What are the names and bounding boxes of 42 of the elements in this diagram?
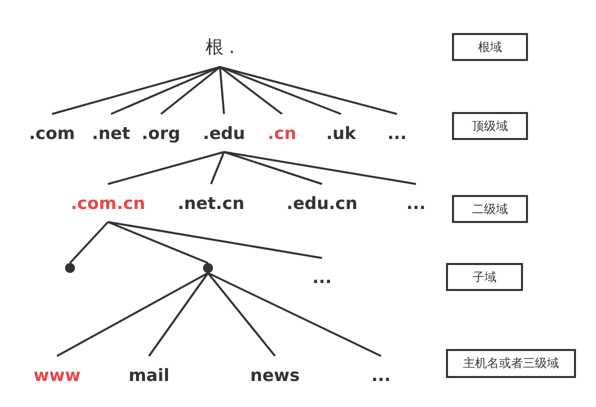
- domain-label: .uk: [322, 114, 360, 152]
- connector-line: [224, 151, 322, 185]
- level-box: 子域: [446, 263, 523, 291]
- connector-line: [52, 66, 220, 115]
- dot: [65, 263, 75, 273]
- connector-line: [210, 152, 225, 184]
- connector-line: [148, 272, 209, 357]
- level-box: 二级域: [452, 195, 528, 223]
- level-box: 根域: [452, 33, 528, 61]
- domain-label: www: [29, 356, 85, 394]
- domain-label: .com: [25, 114, 79, 152]
- domain-label: news: [246, 356, 304, 394]
- connector-line: [108, 221, 208, 264]
- connector-line: [220, 66, 342, 115]
- connector-line: [207, 272, 276, 357]
- connector-line: [219, 66, 225, 114]
- domain-label: ...: [308, 258, 336, 296]
- domain-label: .cn: [264, 114, 300, 152]
- domain-label: ...: [402, 184, 430, 222]
- domain-label: mail: [124, 356, 174, 394]
- domain-label: .net.cn: [174, 184, 248, 222]
- domain-label: ...: [367, 356, 395, 394]
- connector-line: [108, 221, 322, 259]
- level-box: 顶级域: [452, 112, 528, 140]
- root-label: 根 .: [201, 27, 239, 67]
- domain-label: .edu.cn: [282, 184, 362, 222]
- connector-line: [69, 221, 109, 264]
- level-box: 主机名或者三级域: [446, 349, 576, 378]
- connector-line: [110, 66, 220, 115]
- connector-line: [108, 151, 224, 185]
- connector-line: [160, 66, 221, 115]
- domain-label: .edu: [198, 114, 250, 152]
- dot: [203, 263, 213, 273]
- connector-line: [220, 66, 398, 115]
- domain-label: ...: [383, 114, 411, 152]
- connector-line: [56, 272, 208, 357]
- connector-line: [219, 66, 283, 115]
- connector-line: [224, 151, 416, 185]
- connector-line: [208, 272, 382, 357]
- domain-label: .com.cn: [66, 184, 150, 222]
- domain-label: .net: [88, 114, 134, 152]
- domain-label: .org: [138, 114, 184, 152]
